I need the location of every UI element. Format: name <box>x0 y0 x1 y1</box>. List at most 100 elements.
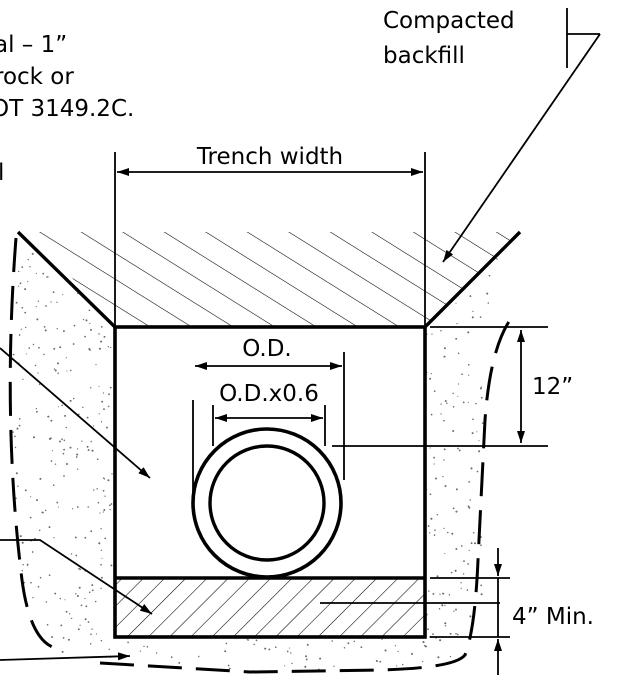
soil-stipple-dot <box>469 615 472 618</box>
soil-stipple-dot <box>443 347 446 350</box>
soil-stipple-dot <box>461 373 463 376</box>
soil-stipple-dot <box>439 593 441 595</box>
soil-stipple-dot <box>56 301 58 303</box>
soil-stipple-dot <box>319 657 322 660</box>
soil-stipple-dot <box>75 456 78 458</box>
soil-stipple-dot <box>107 346 109 348</box>
soil-stipple-dot <box>443 355 446 358</box>
soil-stipple-dot <box>62 330 65 333</box>
soil-stipple-dot <box>454 569 457 572</box>
pipe <box>191 427 343 579</box>
soil-stipple-dot <box>67 638 70 641</box>
soil-stipple-dot <box>108 648 111 651</box>
soil-stipple-dot <box>449 632 452 635</box>
soil-stipple-dot <box>37 585 40 588</box>
soil-stipple-dot <box>100 576 103 579</box>
soil-stipple-dot <box>431 333 433 335</box>
soil-stipple-dot <box>29 265 31 268</box>
soil-stipple-dot <box>471 432 474 435</box>
soil-stipple-dot <box>247 639 249 641</box>
soil-stipple-dot <box>467 401 469 403</box>
soil-stipple-dot <box>82 406 84 409</box>
soil-stipple-dot <box>455 510 458 513</box>
bedding-min-label: 4” Min. <box>512 604 594 630</box>
soil-stipple-dot <box>255 639 258 642</box>
soil-stipple-dot <box>35 306 37 308</box>
soil-stipple-dot <box>77 628 80 631</box>
soil-stipple-dot <box>98 333 100 335</box>
soil-stipple-dot <box>441 604 444 607</box>
soil-stipple-dot <box>104 495 106 497</box>
soil-stipple-dot <box>429 377 432 380</box>
soil-stipple-dot <box>61 438 63 441</box>
soil-stipple-dot <box>468 549 470 551</box>
soil-stipple-dot <box>26 564 29 566</box>
soil-stipple-dot <box>21 569 23 572</box>
soil-stipple-dot <box>87 449 90 452</box>
soil-stipple-dot <box>452 392 454 395</box>
soil-stipple-dot <box>35 408 38 410</box>
soil-stipple-dot <box>451 532 454 535</box>
soil-stipple-dot <box>44 509 47 512</box>
soil-stipple-dot <box>101 557 103 559</box>
soil-stipple-dot <box>53 537 55 539</box>
soil-stipple-dot <box>65 610 68 613</box>
soil-stipple-dot <box>21 541 24 544</box>
soil-stipple-dot <box>480 584 483 587</box>
trench-width-label: Trench width <box>196 144 343 170</box>
soil-stipple-dot <box>479 387 482 390</box>
soil-stipple-dot <box>440 403 442 405</box>
soil-stipple-dot <box>98 347 101 350</box>
soil-stipple-dot <box>422 661 424 663</box>
soil-stipple-dot <box>100 421 103 423</box>
cover-dimension <box>332 326 548 447</box>
soil-stipple-dot <box>17 485 19 487</box>
soil-stipple-dot <box>268 648 271 651</box>
soil-stipple-dot <box>448 594 451 596</box>
soil-stipple-dot <box>18 334 21 336</box>
soil-stipple-dot <box>84 335 86 338</box>
soil-stipple-dot <box>110 346 112 349</box>
soil-stipple-dot <box>69 399 72 402</box>
soil-stipple-dot <box>429 532 431 534</box>
soil-stipple-dot <box>104 537 107 540</box>
soil-stipple-dot <box>75 593 77 595</box>
soil-stipple-dot <box>27 281 29 283</box>
soil-stipple-dot <box>95 633 98 635</box>
soil-stipple-dot <box>443 448 446 451</box>
soil-stipple-dot <box>63 448 65 451</box>
soil-stipple-dot <box>87 621 90 623</box>
soil-stipple-dot <box>463 560 465 563</box>
soil-stipple-dot <box>455 302 457 304</box>
soil-stipple-dot <box>15 301 18 304</box>
soil-stipple-dot <box>64 414 67 417</box>
soil-stipple-dot <box>100 639 103 642</box>
soil-stipple-dot <box>86 445 89 448</box>
soil-stipple-dot <box>62 637 65 639</box>
soil-stipple-dot <box>455 608 457 611</box>
soil-stipple-dot <box>379 660 382 663</box>
soil-stipple-dot <box>457 352 460 355</box>
soil-stipple-dot <box>50 419 53 422</box>
note-line-3: OT 3149.2C. <box>0 96 134 122</box>
soil-stipple-dot <box>305 658 308 661</box>
soil-stipple-dot <box>48 574 51 577</box>
soil-stipple-dot <box>478 440 480 442</box>
soil-stipple-dot <box>170 656 173 658</box>
bedding-dimension <box>320 548 510 675</box>
soil-stipple-dot <box>422 641 425 644</box>
soil-stipple-dot <box>108 393 110 396</box>
soil-stipple-dot <box>487 302 490 304</box>
soil-stipple-dot <box>457 395 459 397</box>
soil-stipple-dot <box>102 489 105 492</box>
soil-stipple-dot <box>472 310 474 313</box>
soil-stipple-dot <box>462 401 465 404</box>
soil-stipple-dot <box>109 508 111 511</box>
soil-stipple-dot <box>84 597 86 600</box>
soil-stipple-dot <box>91 584 94 587</box>
soil-stipple-dot <box>45 601 48 603</box>
soil-stipple-dot <box>437 656 440 659</box>
soil-stipple-dot <box>429 493 432 496</box>
soil-stipple-dot <box>469 295 472 298</box>
soil-stipple-dot <box>227 664 230 667</box>
